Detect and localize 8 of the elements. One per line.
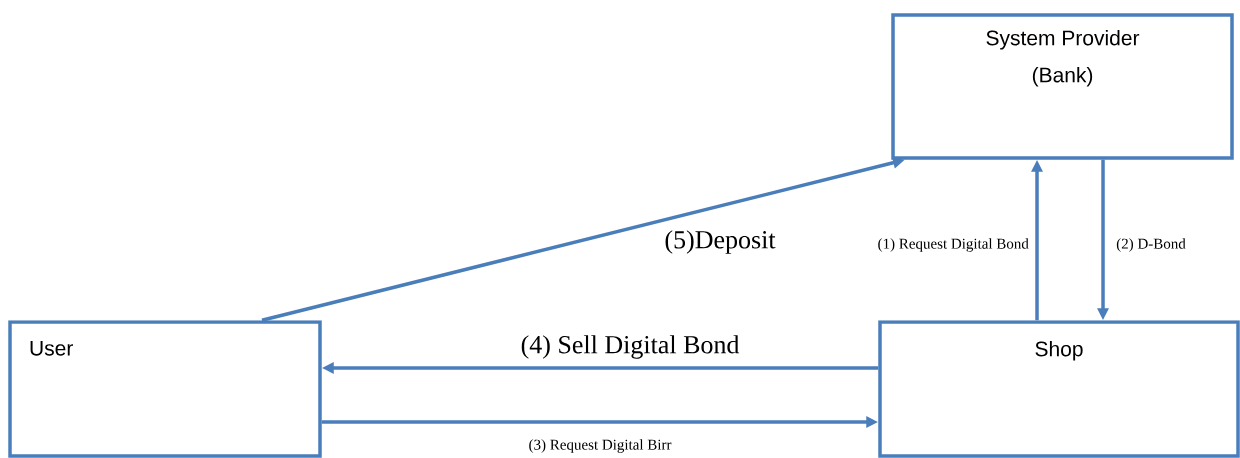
process-box: Shop (878, 320, 1240, 458)
edge-label: (4) Sell Digital Bond (521, 335, 740, 359)
process-box: System Provider (Bank) (891, 13, 1234, 160)
edge-label: (2) D-Bond (1116, 238, 1186, 252)
process-box: User (8, 320, 322, 458)
edge-label: (3) Request Digital Birr (529, 439, 672, 453)
edge-label: (5)Deposit (665, 230, 776, 254)
edge-label: (1) Request Digital Bond (878, 238, 1029, 252)
